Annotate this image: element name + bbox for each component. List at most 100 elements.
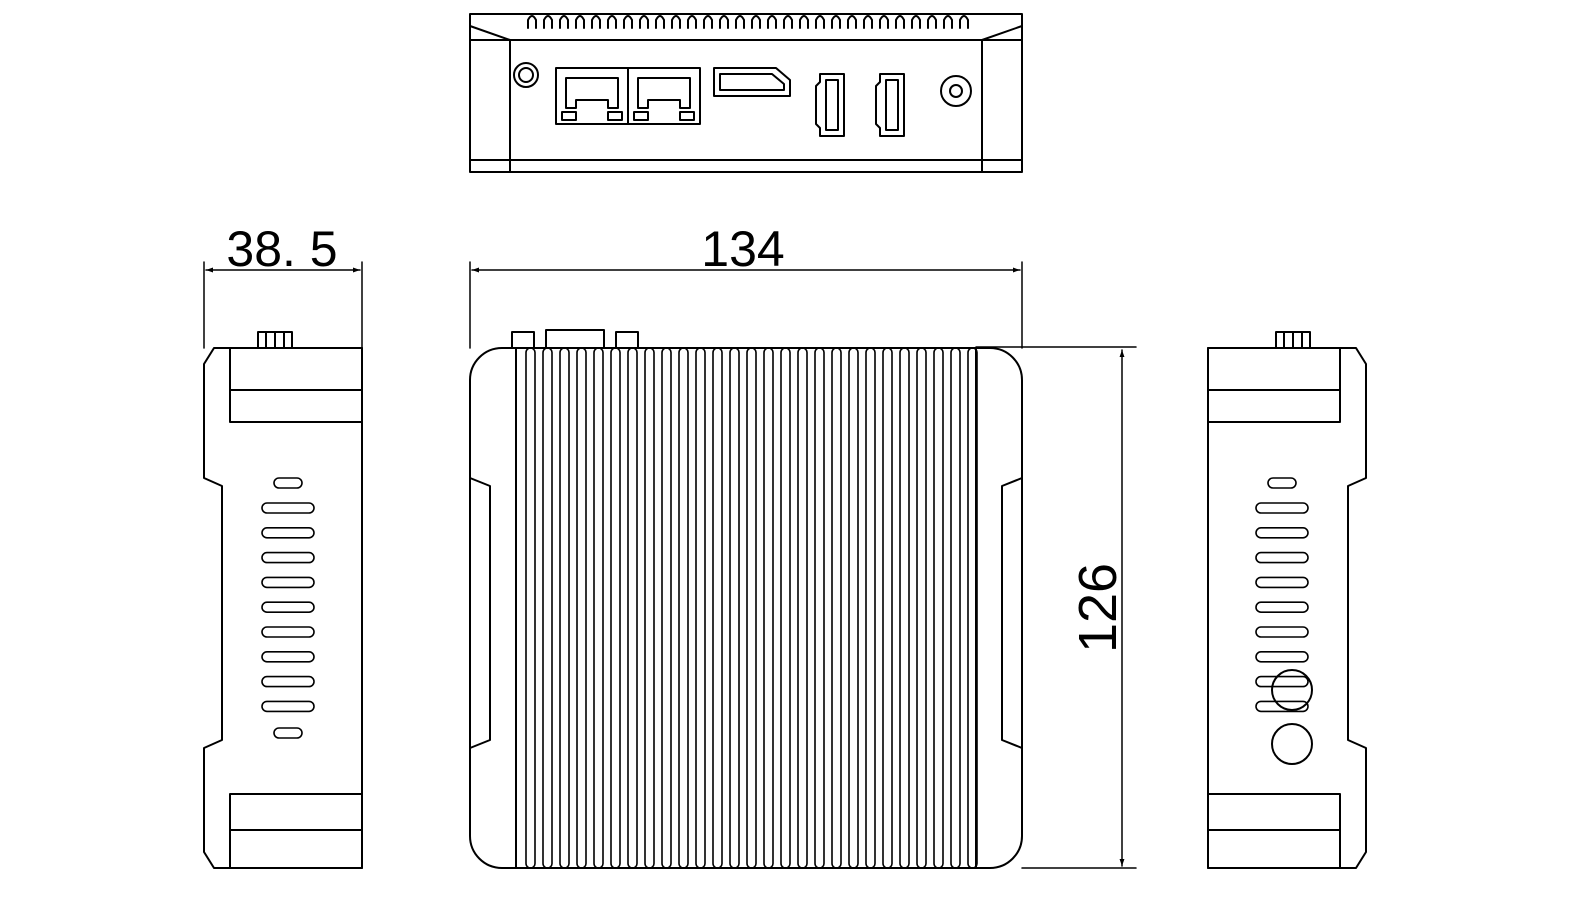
heatsink-fin — [950, 347, 961, 869]
top-fin — [783, 15, 793, 29]
top-fin — [943, 15, 953, 29]
width-dimension-label: 134 — [701, 221, 784, 277]
rear-panel-view — [469, 13, 1023, 173]
ethernet-port-1 — [555, 67, 629, 125]
heatsink-fin — [661, 347, 672, 869]
right-vent-slots — [1255, 477, 1309, 713]
heatsink-fin — [967, 347, 978, 869]
heatsink-fin — [780, 347, 791, 869]
top-fin — [911, 15, 921, 29]
left-vent-slots — [261, 477, 315, 739]
vent-slot — [1255, 650, 1309, 663]
heatsink-fin — [712, 347, 723, 869]
top-fin — [575, 15, 585, 29]
heatsink-fin — [814, 347, 825, 869]
heatsink-fin — [593, 347, 604, 869]
vent-slot — [1255, 675, 1309, 688]
dimension-height: 126 — [975, 346, 1137, 869]
top-fin — [799, 15, 809, 29]
top-fin — [815, 15, 825, 29]
dimension-depth: 38. 5 — [203, 221, 363, 349]
vent-slot — [261, 502, 315, 514]
audio-port-icon — [1271, 723, 1313, 765]
top-fin — [959, 15, 969, 29]
usb-port-icon — [1271, 669, 1313, 711]
top-fin — [655, 15, 665, 29]
top-fin — [863, 15, 873, 29]
heatsink-fin — [678, 347, 689, 869]
vent-slot — [261, 551, 315, 564]
vent-slot — [1255, 700, 1309, 713]
heatsink-fin — [525, 347, 536, 869]
heatsink-fin — [576, 347, 587, 869]
heatsink-fin — [627, 347, 638, 869]
top-fin — [927, 15, 937, 29]
vent-slot — [1255, 576, 1309, 589]
vent-slot — [261, 675, 315, 688]
dimension-width: 134 — [469, 221, 1023, 349]
displayport-icon — [713, 67, 791, 97]
heatsink-fin — [746, 347, 757, 869]
heatsink-fin — [899, 347, 910, 869]
dc-jack-icon — [940, 75, 972, 107]
ethernet-port-2 — [627, 67, 701, 125]
top-fin — [687, 15, 697, 29]
top-fin — [735, 15, 745, 29]
vent-slot — [261, 601, 315, 614]
main-body-outline — [469, 347, 1023, 869]
hdmi-port-2-icon — [875, 73, 905, 137]
vent-slot — [1255, 601, 1309, 614]
hdmi-port-1-icon — [815, 73, 845, 137]
top-fin — [895, 15, 905, 29]
heatsink-fin — [831, 347, 842, 869]
vent-slot — [261, 700, 315, 713]
top-fin — [607, 15, 617, 29]
top-fin — [767, 15, 777, 29]
rear-outline — [469, 13, 1023, 173]
heatsink-fin — [610, 347, 621, 869]
vent-slot — [261, 650, 315, 663]
vent-slot — [273, 727, 303, 739]
vent-slot — [1255, 502, 1309, 514]
top-fin — [559, 15, 569, 29]
left-side-view — [203, 331, 363, 869]
top-fin — [847, 15, 857, 29]
heatsink-fin — [916, 347, 927, 869]
top-fin — [527, 15, 537, 29]
top-fin — [831, 15, 841, 29]
top-fin — [623, 15, 633, 29]
heatsink-fin — [882, 347, 893, 869]
vent-slot — [261, 526, 315, 539]
top-fin — [639, 15, 649, 29]
heatsink-fin — [729, 347, 740, 869]
top-fin — [703, 15, 713, 29]
vent-slot — [261, 626, 315, 638]
heatsink-fin — [797, 347, 808, 869]
top-fin — [719, 15, 729, 29]
top-fin — [543, 15, 553, 29]
power-button-icon — [513, 62, 539, 88]
top-fin — [591, 15, 601, 29]
heatsink-fin — [644, 347, 655, 869]
vent-slot — [1255, 551, 1309, 564]
vent-slot — [273, 477, 303, 489]
main-body-view — [469, 329, 1023, 869]
right-side-view — [1207, 331, 1367, 869]
vent-slot — [1255, 626, 1309, 638]
depth-dimension-label: 38. 5 — [226, 221, 337, 277]
vent-slot — [261, 576, 315, 589]
top-fin-row — [527, 15, 969, 29]
heatsink-fin — [848, 347, 859, 869]
heatsink-fin — [542, 347, 553, 869]
top-fin — [879, 15, 889, 29]
heatsink-fins — [525, 347, 978, 869]
heatsink-fin — [559, 347, 570, 869]
vent-slot — [1267, 477, 1297, 489]
heatsink-fin — [763, 347, 774, 869]
heatsink-fin — [695, 347, 706, 869]
top-fin — [751, 15, 761, 29]
heatsink-fin — [865, 347, 876, 869]
heatsink-fin — [933, 347, 944, 869]
height-dimension-label: 126 — [1068, 563, 1128, 653]
